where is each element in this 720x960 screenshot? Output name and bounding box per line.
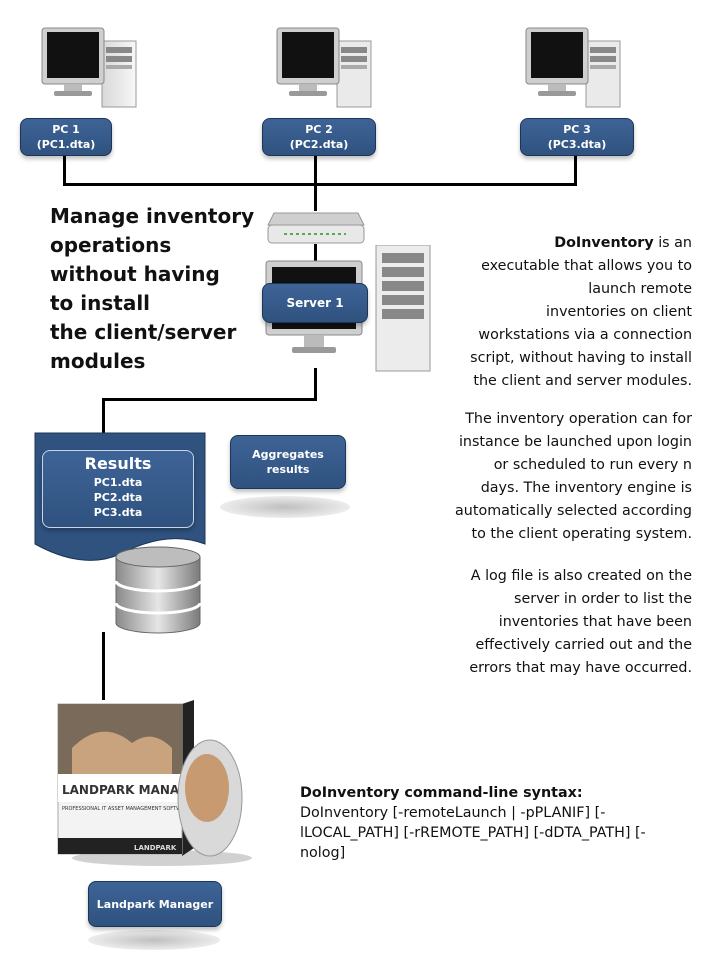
- desc-line: inventories that have been: [498, 614, 692, 630]
- results-file: PC3.dta: [93, 506, 143, 519]
- connector-pc1-down: [63, 156, 66, 185]
- connector-pc3-down: [574, 156, 577, 185]
- command-line: lLOCAL_PATH] [-rREMOTE_PATH] [-dDTA_PATH…: [300, 825, 646, 841]
- pc1-box: PC 1 (PC1.dta): [20, 118, 112, 156]
- results-box: Results PC1.dta PC2.dta PC3.dta: [42, 450, 194, 528]
- description-p1: DoInventory is an executable that allows…: [430, 232, 692, 393]
- pc2-box: PC 2 (PC2.dta): [262, 118, 376, 156]
- desc-product-name: DoInventory: [554, 235, 654, 251]
- heading-line: to install: [50, 291, 151, 315]
- landpark-product-box-image: LANDPARK MANAGE PROFESSIONAL IT ASSET MA…: [57, 700, 252, 866]
- command-syntax: DoInventory command-line syntax: DoInven…: [300, 783, 700, 863]
- desc-line: the client and server modules.: [473, 373, 692, 389]
- pc3-box: PC 3 (PC3.dta): [520, 118, 634, 156]
- heading-line: the client/server: [50, 320, 237, 344]
- results-title: Results: [84, 454, 152, 473]
- connector-results-down: [102, 398, 105, 440]
- main-heading: Manage inventory operations without havi…: [50, 202, 260, 376]
- desc-line: instance be launched upon login: [458, 434, 692, 450]
- desc-line: days. The inventory engine is: [480, 480, 692, 496]
- landpark-manager-box: Landpark Manager: [88, 881, 222, 927]
- desc-line: workstations via a connection: [478, 327, 692, 343]
- desc-line: automatically selected according: [455, 503, 692, 519]
- command-line: DoInventory [-remoteLaunch | -pPLANIF] […: [300, 805, 606, 821]
- heading-line: Manage inventory: [50, 204, 255, 228]
- connector-router-server: [314, 244, 317, 264]
- server-box: Server 1: [262, 283, 368, 323]
- description-p2: The inventory operation can for instance…: [430, 408, 692, 546]
- connector-server-down: [314, 368, 317, 400]
- desc-line: or scheduled to run every n: [493, 457, 692, 473]
- desc-line: effectively carried out and the: [475, 637, 693, 653]
- database-icon: [114, 546, 202, 634]
- desc-line: DoInventory is an: [430, 232, 692, 255]
- pc3-computer-icon: [525, 27, 621, 108]
- connector-db-manager: [102, 632, 105, 700]
- landpark-shadow: [88, 930, 220, 950]
- desc-line: errors that may have occurred.: [469, 660, 692, 676]
- command-title: DoInventory command-line syntax:: [300, 785, 583, 801]
- svg-text:LANDPARK MANAGE: LANDPARK MANAGE: [62, 783, 197, 797]
- router-icon: [267, 212, 365, 244]
- pc1-file: (PC1.dta): [36, 138, 96, 151]
- command-line: nolog]: [300, 845, 346, 861]
- aggregates-box: Aggregates results: [230, 435, 346, 489]
- connector-horizontal: [63, 183, 577, 186]
- desc-line: server in order to list the: [514, 591, 692, 607]
- pc1-name: PC 1: [52, 123, 80, 136]
- pc3-name: PC 3: [563, 123, 591, 136]
- desc-line: launch remote: [588, 281, 692, 297]
- description-p3: A log file is also created on the server…: [430, 565, 692, 680]
- desc-line: The inventory operation can for: [465, 411, 692, 427]
- heading-line: modules: [50, 349, 146, 373]
- heading-line: without having: [50, 262, 220, 286]
- heading-line: operations: [50, 233, 172, 257]
- aggregates-line: Aggregates: [252, 448, 324, 461]
- desc-line-text: is an: [653, 235, 692, 251]
- pc2-computer-icon: [276, 27, 372, 108]
- results-file: PC1.dta: [93, 476, 143, 489]
- aggregates-line: results: [266, 463, 310, 476]
- connector-pc2-router: [314, 156, 317, 211]
- pc3-file: (PC3.dta): [547, 138, 607, 151]
- desc-line: inventories on client: [546, 304, 692, 320]
- pc2-file: (PC2.dta): [289, 138, 349, 151]
- desc-line: script, without having to install: [470, 350, 692, 366]
- results-file: PC2.dta: [93, 491, 143, 504]
- desc-line: to the client operating system.: [471, 526, 692, 542]
- landpark-manager-label: Landpark Manager: [96, 897, 214, 911]
- svg-text:LANDPARK: LANDPARK: [134, 844, 177, 852]
- desc-line: executable that allows you to: [481, 258, 692, 274]
- server-label: Server 1: [286, 295, 344, 310]
- aggregates-shadow: [220, 496, 350, 518]
- connector-horizontal-2: [102, 398, 317, 401]
- pc1-computer-icon: [41, 27, 137, 108]
- pc2-name: PC 2: [305, 123, 333, 136]
- svg-text:PROFESSIONAL IT ASSET MANAGEME: PROFESSIONAL IT ASSET MANAGEMENT SOFTW: [62, 806, 181, 812]
- desc-line: A log file is also created on the: [470, 568, 692, 584]
